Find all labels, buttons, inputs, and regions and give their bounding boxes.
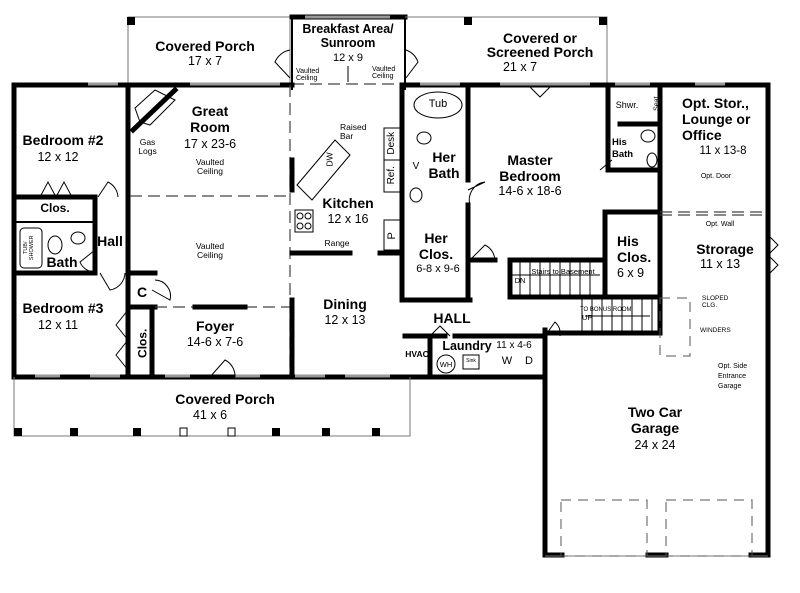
opt-wall-label: Opt. Wall [705, 221, 735, 228]
hvac-label: HVAC [405, 349, 429, 359]
interior-walls [11, 82, 768, 380]
storage-label: Strorage [696, 241, 754, 257]
dryer-label: D [525, 355, 533, 367]
washer-label: W [501, 355, 513, 367]
doors [39, 86, 779, 378]
garage-label-2: Garage [630, 420, 680, 436]
rear-porch-label: Covered Porch [155, 38, 255, 54]
breakfast-label-2: Sunroom [320, 36, 376, 50]
bedroom2-dim: 12 x 12 [37, 150, 79, 164]
hall-label: Hall [97, 233, 123, 249]
side-entrance-3: Garage [718, 383, 742, 390]
screened-porch-label-1: Covered or [503, 30, 577, 46]
bedroom3-dim: 12 x 11 [37, 318, 79, 332]
raised-bar-label: Raised Bar [340, 122, 367, 141]
his-closet-dim: 6 x 9 [617, 266, 645, 280]
his-bath-label-2: Bath [612, 149, 634, 160]
bonus-room-label: TO BONUS ROOM [580, 307, 632, 313]
great-room-label-2: Room [190, 119, 230, 135]
office-label-3: Office [682, 127, 722, 143]
tub-label: Tub [428, 98, 448, 110]
rear-porch-dim: 17 x 7 [187, 54, 223, 68]
breakfast-dim: 12 x 9 [333, 52, 363, 64]
dw-label: DW [324, 152, 335, 167]
foyer-dim: 14-6 x 7-6 [186, 335, 244, 349]
screened-porch-label-2: Screened Porch [486, 44, 594, 60]
main-hall-label: HALL [433, 310, 471, 326]
hall-closet-label: Clos. [40, 201, 70, 215]
stairs-dn-label: DN [514, 276, 526, 285]
her-closet-dim: 6-8 x 9-6 [416, 263, 460, 275]
her-closet-label-1: Her [424, 230, 448, 246]
bath-label: Bath [46, 254, 78, 270]
great-room-vaulted-bottom: Vaulted Ceiling [195, 241, 225, 260]
dining-label: Dining [323, 296, 367, 312]
great-room-dim: 17 x 23-6 [183, 137, 237, 151]
his-closet-label-1: His [617, 233, 639, 249]
side-entrance-1: Opt. Side [718, 363, 748, 370]
foyer-label: Foyer [195, 318, 235, 334]
gas-logs-label: Gas Logs [138, 137, 157, 156]
her-bath-label-2: Bath [428, 165, 460, 181]
laundry-label: Laundry [442, 339, 492, 353]
garage-dim: 24 x 24 [634, 438, 676, 452]
sink-label: Sink [466, 358, 476, 364]
master-dim: 14-6 x 18-6 [498, 184, 562, 198]
fixtures [19, 86, 658, 374]
breakfast-walls [274, 14, 419, 90]
her-closet-label-2: Clos. [418, 246, 454, 262]
desk-label: Desk [385, 131, 397, 155]
ref-label: Ref. [385, 166, 397, 185]
breakfast-vaulted-right: Vaulted Ceiling [372, 66, 396, 81]
office-label-2: Lounge or [682, 111, 751, 127]
his-bath-label-1: His [612, 137, 627, 148]
her-bath-label-1: Her [432, 149, 456, 165]
stairs-up-label: UP [582, 313, 593, 322]
great-room-vaulted-top: Vaulted Ceiling [195, 157, 225, 176]
office-label-1: Opt. Stor., [682, 95, 749, 111]
screened-porch-outline [405, 16, 608, 84]
vanity-label: V [412, 161, 420, 172]
office-dim: 11 x 13-8 [699, 145, 747, 157]
front-porch-label: Covered Porch [175, 391, 275, 407]
shower-label: Shwr. [615, 100, 639, 110]
breakfast-label-1: Breakfast Area/ [302, 22, 394, 36]
side-entrance-2: Entrance [718, 373, 747, 380]
kitchen-label: Kitchen [322, 195, 374, 211]
front-porch-outline [13, 377, 411, 437]
range-label: Range [324, 238, 350, 248]
bedroom2-label: Bedroom #2 [22, 132, 104, 148]
his-closet-label-2: Clos. [617, 249, 652, 265]
bedroom3-closet-label: Clos. [135, 328, 150, 358]
screened-porch-dim: 21 x 7 [502, 60, 538, 74]
water-heater-label: WH [439, 360, 453, 369]
great-room-label-1: Great [191, 103, 229, 119]
dining-dim: 12 x 13 [324, 313, 366, 327]
sloped-ceiling-label: SLOPED CLG. [702, 295, 729, 309]
laundry-dim: 11 x 4-6 [496, 340, 532, 351]
opt-door-label: Opt. Door [700, 173, 732, 180]
front-porch-dim: 41 x 6 [192, 408, 228, 422]
exterior-walls [11, 82, 771, 558]
pantry-label: P [386, 232, 399, 240]
storage-dim: 11 x 13 [699, 257, 741, 271]
tub-shower-label: TUB/ SHOWER [23, 235, 35, 261]
coat-closet-label: C [136, 284, 148, 300]
breakfast-vaulted-left: Vaulted Ceiling [296, 68, 320, 83]
stairs-to-bonus-room [581, 297, 691, 357]
master-label-1: Master [507, 152, 553, 168]
kitchen-dim: 12 x 16 [327, 212, 369, 226]
winders-label: WINDERS [700, 327, 731, 334]
seat-label: Seat [653, 96, 661, 111]
bedroom3-label: Bedroom #3 [22, 300, 104, 316]
master-label-2: Bedroom [499, 168, 561, 184]
rear-porch-outline [127, 16, 291, 84]
stairs-to-basement [510, 262, 600, 295]
garage-label-1: Two Car [627, 404, 683, 420]
stairs-basement-label: Stairs to Basement [531, 267, 595, 276]
garage-walls [542, 499, 771, 558]
